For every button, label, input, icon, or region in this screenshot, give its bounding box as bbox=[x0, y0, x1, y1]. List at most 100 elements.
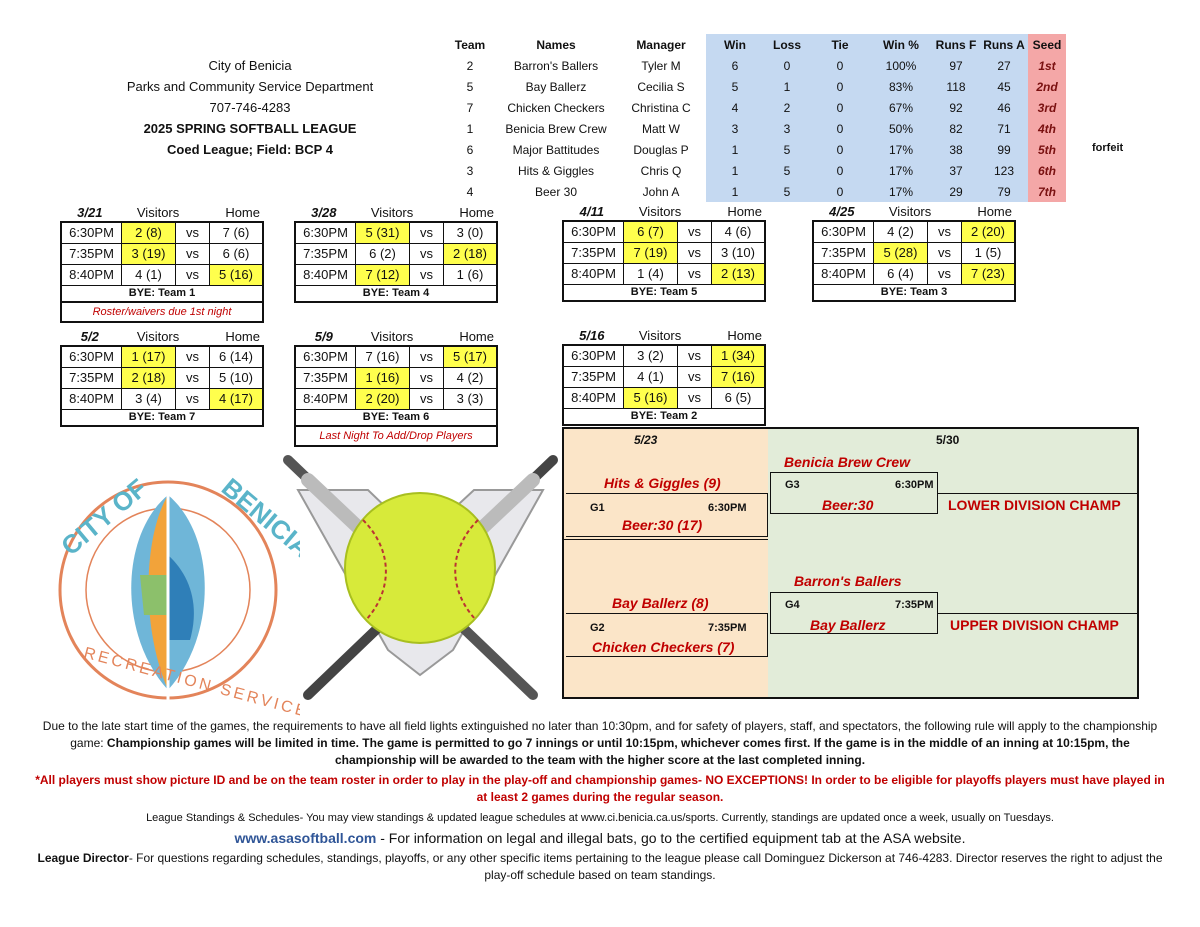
game-time: 7:35PM bbox=[62, 368, 122, 388]
game-time: 8:40PM bbox=[564, 264, 624, 284]
vs-label: vs bbox=[176, 244, 210, 264]
game-time: 8:40PM bbox=[564, 388, 624, 408]
vs-label: vs bbox=[176, 223, 210, 243]
standings-header: Team Names Manager Win Loss Tie Win % Ru… bbox=[444, 34, 1066, 55]
vs-label: vs bbox=[928, 222, 962, 242]
visitor-score: 5 (28) bbox=[874, 243, 928, 263]
standings-cell: Tyler M bbox=[641, 58, 681, 73]
home-score: 4 (2) bbox=[456, 370, 484, 385]
standings-cell: Benicia Brew Crew bbox=[505, 121, 607, 136]
softball-bats-icon bbox=[283, 455, 558, 700]
standings-cell: 1 bbox=[706, 139, 764, 160]
standings-cell: 0 bbox=[764, 55, 810, 76]
standings-cell: 83% bbox=[870, 76, 932, 97]
asa-text: - For information on legal and illegal b… bbox=[376, 830, 966, 846]
standings-cell: 5 bbox=[764, 139, 810, 160]
standings-cell: Chicken Checkers bbox=[507, 100, 605, 115]
game-time: 6:30PM bbox=[296, 223, 356, 243]
col-loss: Loss bbox=[764, 34, 810, 55]
home-score: 6 (5) bbox=[724, 390, 752, 405]
home-score: 4 (6) bbox=[724, 224, 752, 239]
league-title: 2025 SPRING SOFTBALL LEAGUE bbox=[143, 121, 357, 136]
standings-cell: 0 bbox=[810, 160, 870, 181]
standings-cell: 1 bbox=[764, 76, 810, 97]
standings-cell: 4 bbox=[466, 184, 474, 199]
standings-cell: 37 bbox=[932, 160, 980, 181]
bye-team: BYE: Team 7 bbox=[128, 411, 196, 423]
g2-box: G2 7:35PM bbox=[566, 613, 768, 657]
game-time: 7:35PM bbox=[564, 243, 624, 263]
home-label: Home bbox=[727, 203, 762, 219]
standings-cell: 118 bbox=[932, 76, 980, 97]
home-score: 3 (3) bbox=[456, 391, 484, 406]
visitor-score: 2 (8) bbox=[122, 223, 176, 243]
week-date: 3/21 bbox=[77, 204, 103, 220]
standings-cell: 5th bbox=[1028, 139, 1066, 160]
standings-cell: Douglas P bbox=[633, 142, 689, 157]
home-score: 6 (14) bbox=[219, 349, 253, 364]
standings-cell: 5 bbox=[466, 79, 474, 94]
vs-label: vs bbox=[678, 346, 712, 366]
standings-cell: 5 bbox=[764, 181, 810, 202]
g4-top-team: Barron's Ballers bbox=[794, 573, 902, 589]
col-names: Names bbox=[536, 37, 576, 52]
standings-cell: 46 bbox=[980, 97, 1028, 118]
bracket-date-1: 5/23 bbox=[634, 433, 658, 447]
home-label: Home bbox=[727, 327, 762, 343]
game-time: 8:40PM bbox=[62, 265, 122, 285]
home-score: 2 (18) bbox=[444, 244, 496, 264]
bracket-round1 bbox=[564, 429, 768, 697]
standings-cell: 50% bbox=[870, 118, 932, 139]
director-info: League Director- For questions regarding… bbox=[30, 850, 1170, 884]
asa-info: www.asasoftball.com - For information on… bbox=[30, 830, 1170, 847]
standings-cell: Matt W bbox=[642, 121, 680, 136]
g3-label: G3 bbox=[785, 479, 800, 491]
vs-label: vs bbox=[410, 347, 444, 367]
game-time: 6:30PM bbox=[296, 347, 356, 367]
bye-team: BYE: Team 5 bbox=[630, 286, 698, 298]
home-score: 2 (13) bbox=[712, 264, 764, 284]
standings-cell: Chris Q bbox=[640, 163, 682, 178]
standings-cell: Bay Ballerz bbox=[525, 79, 587, 94]
col-win: Win bbox=[706, 34, 764, 55]
visitor-score: 3 (19) bbox=[122, 244, 176, 264]
director-label: League Director bbox=[37, 851, 129, 865]
home-score: 2 (20) bbox=[962, 222, 1014, 242]
standings-cell: 0 bbox=[810, 76, 870, 97]
visitor-score: 5 (16) bbox=[624, 388, 678, 408]
asa-link[interactable]: www.asasoftball.com bbox=[234, 830, 377, 846]
col-seed: Seed bbox=[1028, 34, 1066, 55]
standings-cell: 0 bbox=[810, 97, 870, 118]
standings-cell: 2 bbox=[466, 58, 474, 73]
g4-box: G4 7:35PM bbox=[770, 592, 938, 634]
game-time: 6:30PM bbox=[62, 223, 122, 243]
g2-bottom-team: Chicken Checkers (7) bbox=[592, 639, 735, 655]
standings-cell: 0 bbox=[810, 55, 870, 76]
standings-cell: 79 bbox=[980, 181, 1028, 202]
rules-paragraph: Due to the late start time of the games,… bbox=[30, 718, 1170, 769]
standings-cell: 100% bbox=[870, 55, 932, 76]
visitor-score: 7 (16) bbox=[356, 347, 410, 367]
